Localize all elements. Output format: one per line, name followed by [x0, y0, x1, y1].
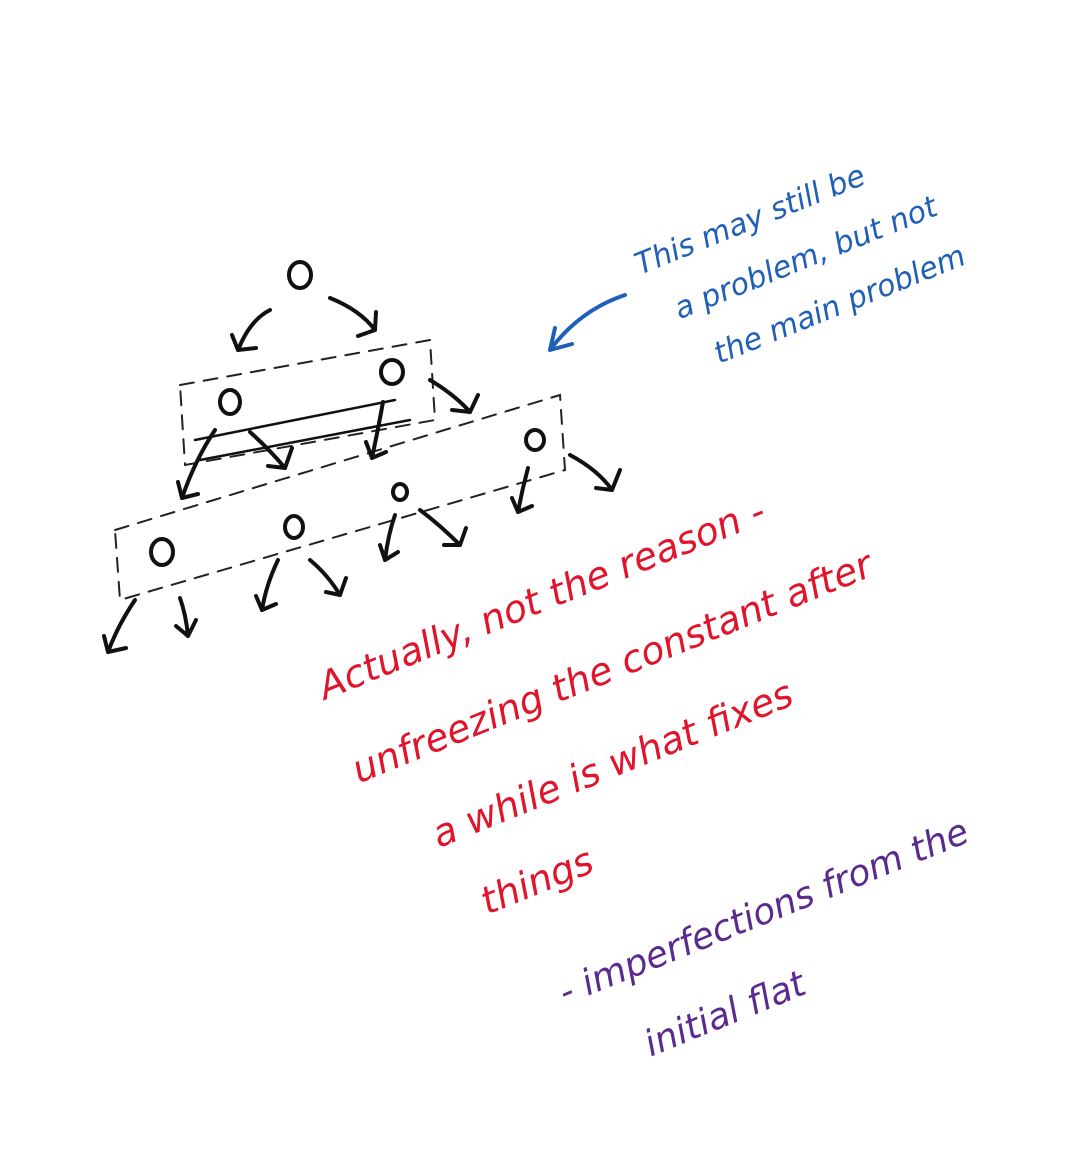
blue-annotation: This may still be a problem, but not the…	[630, 134, 972, 386]
tree-arrow	[308, 558, 348, 597]
tree-node	[524, 428, 546, 452]
tree-arrows	[102, 296, 622, 654]
tree-node	[218, 388, 242, 416]
tree-arrow	[230, 308, 272, 352]
purple-annotation: - imperfections from the initial flat	[553, 807, 1015, 1088]
tree-arrow	[428, 378, 480, 414]
tree-node	[149, 537, 175, 567]
tree-arrow	[364, 400, 388, 460]
tree-arrow	[568, 453, 622, 492]
tree-diagram	[102, 260, 622, 654]
band-stroke-2	[198, 418, 412, 462]
tree-node	[391, 482, 409, 502]
level-band-2	[113, 393, 567, 602]
level-band-1	[178, 338, 437, 467]
tree-arrow	[418, 508, 468, 547]
tree-arrow	[328, 296, 378, 338]
pointer-arrow	[548, 293, 627, 352]
tree-node	[287, 260, 313, 290]
tree-arrow	[378, 513, 400, 562]
band-stroke-1	[193, 398, 397, 442]
purple-note-line: initial flat	[639, 963, 814, 1065]
tree-arrow	[174, 596, 198, 638]
level-bands	[113, 338, 567, 602]
tree-node	[379, 358, 405, 386]
tree-arrow	[248, 430, 294, 470]
tree-nodes	[149, 260, 546, 567]
red-note-line: things	[474, 838, 599, 923]
tree-arrow	[102, 598, 137, 654]
tree-node	[283, 514, 305, 540]
tree-arrow	[510, 466, 534, 514]
tree-arrow	[176, 428, 217, 500]
tree-arrow	[254, 558, 280, 612]
